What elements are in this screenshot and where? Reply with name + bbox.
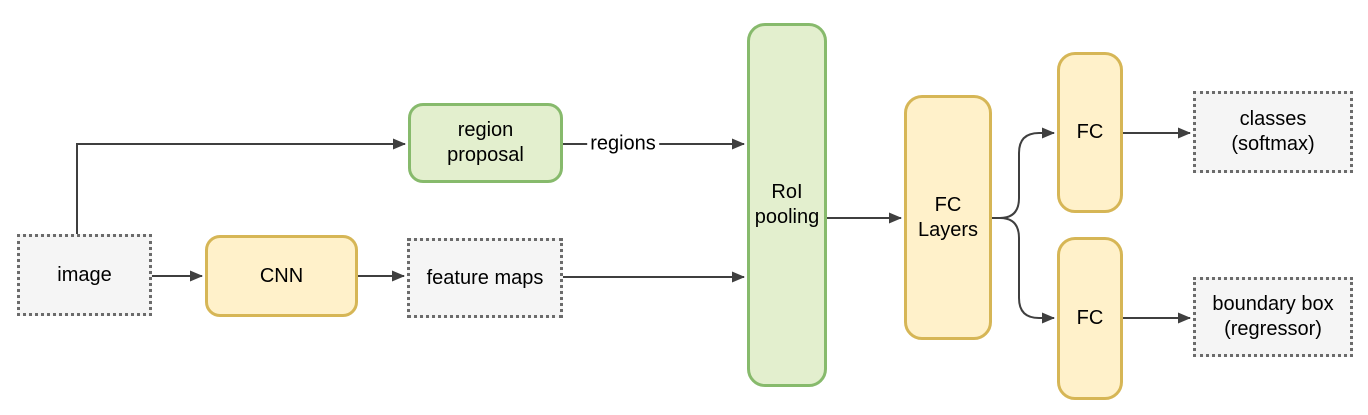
- cnn-node: CNN: [205, 235, 358, 317]
- feature-maps-node: feature maps: [407, 238, 563, 318]
- region-proposal-node: region proposal: [408, 103, 563, 183]
- arrow-fc-layers-to-fc-top: [992, 127, 1055, 219]
- fc-bottom-node: FC: [1057, 237, 1123, 400]
- roi-pooling-node: RoI pooling: [747, 23, 827, 387]
- arrow-fc-layers-to-fc-bottom: [992, 217, 1055, 324]
- fc-layers-node: FC Layers: [904, 95, 992, 340]
- image-node: image: [17, 234, 152, 316]
- classes-output-node: classes (softmax): [1193, 91, 1353, 173]
- arrow-image-to-region-proposal: [76, 138, 406, 234]
- regions-edge-label: regions: [587, 132, 659, 156]
- fc-top-node: FC: [1057, 52, 1123, 213]
- boundary-box-output-node: boundary box (regressor): [1193, 277, 1353, 357]
